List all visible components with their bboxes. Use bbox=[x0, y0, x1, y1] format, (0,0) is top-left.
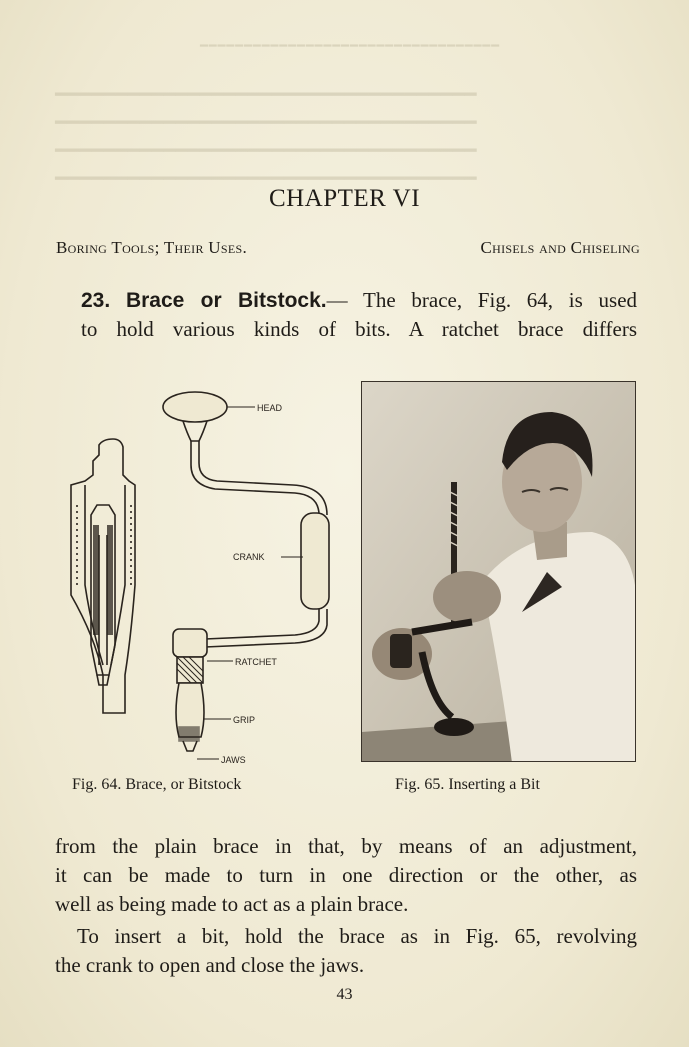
paragraph-line: to hold various kinds of bits. A ratchet… bbox=[81, 317, 637, 341]
bleed-through-header: ━━━━━━━━━━━━━━━━━━━━━━━━━━━━━━━━━━ bbox=[199, 38, 501, 53]
label-head: HEAD bbox=[257, 403, 283, 413]
crank-sleeve bbox=[300, 512, 330, 610]
label-ratchet: RATCHET bbox=[235, 657, 277, 667]
upper-hand bbox=[433, 571, 501, 623]
ratchet-collar bbox=[172, 628, 208, 658]
bleed-through-line: ━━━━━━━━━━━━━━━━━━━━━━━━━━━━━━━━━━━ bbox=[55, 84, 477, 106]
person-face bbox=[502, 432, 582, 532]
brace-in-photo bbox=[411, 618, 473, 720]
label-grip: GRIP bbox=[233, 715, 255, 725]
label-jaws: JAWS bbox=[221, 755, 246, 765]
chapter-subtitle: Boring Tools; Their Uses. Chisels and Ch… bbox=[56, 238, 640, 258]
subtitle-right: Chisels and Chiseling bbox=[480, 238, 640, 257]
label-crank: CRANK bbox=[233, 552, 265, 562]
bleed-through-line: ━━━━━━━━━━━━━━━━━━━━━━━━━━━━━━━━━━━ bbox=[55, 112, 477, 134]
paragraph-continued: from the plain brace in that, by means o… bbox=[55, 832, 637, 919]
figure-64-brace-drawing: HEAD CRANK RATCHET GRIP JAWS bbox=[55, 385, 355, 765]
paragraph-section-23: 23. Brace or Bitstock.— The brace, Fig. … bbox=[55, 286, 637, 344]
paragraph-line: well as being made to act as a plain bra… bbox=[55, 892, 409, 916]
paragraph-line: To insert a bit, hold the brace as in Fi… bbox=[77, 924, 637, 948]
paragraph-line: it can be made to turn in one direction … bbox=[55, 863, 637, 887]
paragraph-text: The brace, Fig. 64, is used bbox=[363, 288, 638, 312]
grip-handle bbox=[175, 682, 205, 738]
brace-crank-bow bbox=[190, 441, 320, 516]
subtitle-left: Boring Tools; Their Uses. bbox=[56, 238, 248, 257]
paragraph-line: from the plain brace in that, by means o… bbox=[55, 834, 637, 858]
bleed-through-line: ━━━━━━━━━━━━━━━━━━━━━━━━━━━━━━━━━━━ bbox=[55, 168, 477, 190]
section-heading: Brace or Bitstock. bbox=[125, 289, 327, 312]
chuck-section-outline bbox=[70, 438, 136, 714]
brace-head-photo bbox=[434, 718, 474, 736]
page-number: 43 bbox=[336, 986, 353, 1003]
paragraph-line: the crank to open and close the jaws. bbox=[55, 953, 365, 977]
chapter-title: CHAPTER VI bbox=[268, 185, 421, 212]
bleed-through-line: ━━━━━━━━━━━━━━━━━━━━━━━━━━━━━━━━━━━ bbox=[55, 140, 477, 162]
brace-head-knob bbox=[162, 391, 228, 423]
figure-65-photograph bbox=[361, 381, 636, 762]
figure-64-caption: Fig. 64. Brace, or Bitstock bbox=[72, 776, 242, 793]
figure-65-caption: Fig. 65. Inserting a Bit bbox=[395, 776, 540, 793]
section-number: 23. bbox=[81, 289, 111, 312]
paragraph-line: 23. Brace or Bitstock.— The brace, Fig. … bbox=[55, 286, 637, 315]
em-dash: — bbox=[326, 288, 348, 312]
person-hair bbox=[502, 412, 593, 477]
paragraph-insert-bit: To insert a bit, hold the brace as in Fi… bbox=[55, 922, 637, 980]
person-shirt bbox=[482, 532, 635, 761]
